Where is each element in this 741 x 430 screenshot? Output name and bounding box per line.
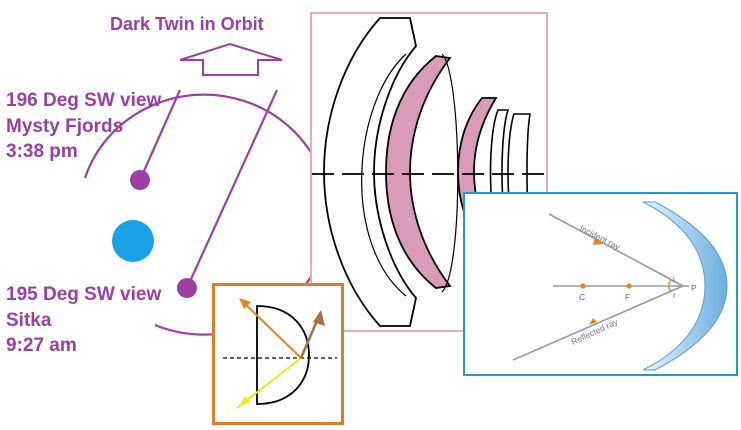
sightline-top [138, 89, 182, 181]
reflected-ray [512, 285, 684, 361]
up-arrow-outline-icon [179, 42, 283, 76]
angle-arc [668, 279, 672, 293]
top-marker-time: 3:38 pm [6, 141, 78, 163]
refraction-diagram-panel [212, 283, 344, 425]
bottom-marker-heading: 195 Deg SW view [6, 284, 162, 305]
pink-meniscus-back [441, 53, 459, 293]
bottom-marker-label: 195 Deg SW view Sitka 9:27 am [6, 282, 161, 359]
pink-meniscus-lens [385, 55, 452, 289]
point-p-label: P [691, 283, 697, 293]
bottom-marker-place: Sitka [6, 309, 52, 331]
reflected-arrow-icon [589, 318, 597, 325]
reflected-ray-arrow-icon [239, 298, 251, 309]
front-meniscus-lens [323, 17, 417, 327]
concave-mirror [642, 201, 728, 371]
sightline-bottom [185, 89, 279, 289]
bottom-marker-time: 9:27 am [6, 335, 77, 357]
point-f-label: F [625, 292, 630, 302]
incident-arrow-icon [593, 237, 603, 245]
point-c-dot [580, 283, 586, 289]
incident-ray-label: Incident ray [578, 223, 622, 252]
orbit-title: Dark Twin in Orbit [110, 14, 264, 34]
top-marker-label: 196 Deg SW view Mysty Fjords 3:38 pm [6, 88, 161, 165]
incoming-ray-arrow-icon [239, 396, 250, 407]
hemisphere-lens [256, 305, 310, 405]
angle-i-label: i [673, 275, 675, 284]
point-c-label: C [579, 292, 585, 302]
top-marker-heading: 196 Deg SW view [6, 90, 162, 111]
top-marker-place: Mysty Fjords [6, 115, 124, 137]
refracted-ray-arrow-icon [313, 310, 325, 326]
mirror-diagram-panel: Incident ray Reflected ray C F P i r [463, 192, 738, 376]
incident-ray [548, 213, 684, 287]
planet-icon [112, 220, 154, 262]
observer-dot-bottom [177, 278, 197, 298]
angle-r-label: r [673, 291, 676, 300]
point-f-dot [626, 283, 632, 289]
reflected-ray-internal [240, 299, 302, 359]
observer-dot-top [130, 170, 150, 190]
